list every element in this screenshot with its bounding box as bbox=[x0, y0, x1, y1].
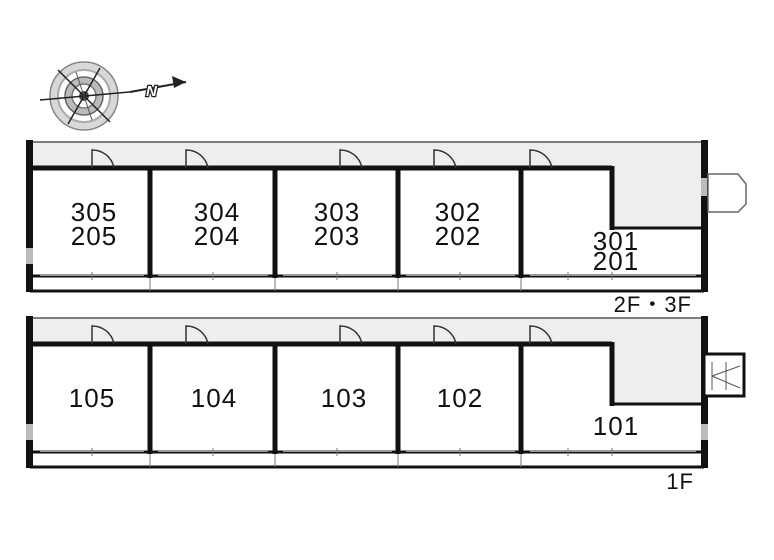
corridor bbox=[30, 142, 704, 168]
unit-number-102: 102 bbox=[437, 383, 483, 413]
corridor-landing bbox=[612, 344, 704, 404]
unit-number-301: 301 bbox=[593, 226, 639, 256]
unit-301-201: 301 201 bbox=[593, 226, 639, 276]
corridor-landing bbox=[612, 168, 704, 228]
unit-number-103: 103 bbox=[321, 383, 367, 413]
stair-projection bbox=[707, 173, 747, 213]
corridor bbox=[30, 318, 704, 344]
unit-number-104: 104 bbox=[191, 383, 237, 413]
door-swings bbox=[91, 149, 553, 169]
end-wall bbox=[26, 316, 33, 468]
unit-number-304: 304 bbox=[194, 197, 240, 227]
unit-number-303: 303 bbox=[314, 197, 360, 227]
unit-303-203: 303 203 bbox=[314, 197, 360, 251]
unit-number-101: 101 bbox=[593, 411, 639, 441]
unit-number-305: 305 bbox=[71, 197, 117, 227]
upper-floor-plan: 305 205 304 204 303 203 302 202 301 201 … bbox=[26, 140, 747, 317]
ground-floor-plan: 105 104 103 102 101 1F bbox=[26, 316, 746, 494]
end-wall bbox=[701, 140, 708, 292]
unit-number-202: 202 bbox=[435, 221, 481, 251]
unit-number-203: 203 bbox=[314, 221, 360, 251]
floor-label-2f-3f: 2F・3F bbox=[614, 292, 692, 317]
unit-number-105: 105 bbox=[69, 383, 115, 413]
entrance-stair bbox=[702, 352, 746, 398]
compass-icon: N bbox=[39, 61, 187, 131]
unit-number-204: 204 bbox=[194, 221, 240, 251]
unit-304-204: 304 204 bbox=[194, 197, 240, 251]
floor-label-1f: 1F bbox=[666, 469, 694, 494]
unit-number-205: 205 bbox=[71, 221, 117, 251]
unit-number-201: 201 bbox=[593, 246, 639, 276]
end-wall bbox=[26, 140, 33, 292]
unit-number-302: 302 bbox=[435, 197, 481, 227]
unit-305-205: 305 205 bbox=[71, 197, 117, 251]
door-swings bbox=[91, 325, 553, 345]
compass-north-label: N bbox=[146, 83, 158, 100]
unit-302-202: 302 202 bbox=[435, 197, 481, 251]
